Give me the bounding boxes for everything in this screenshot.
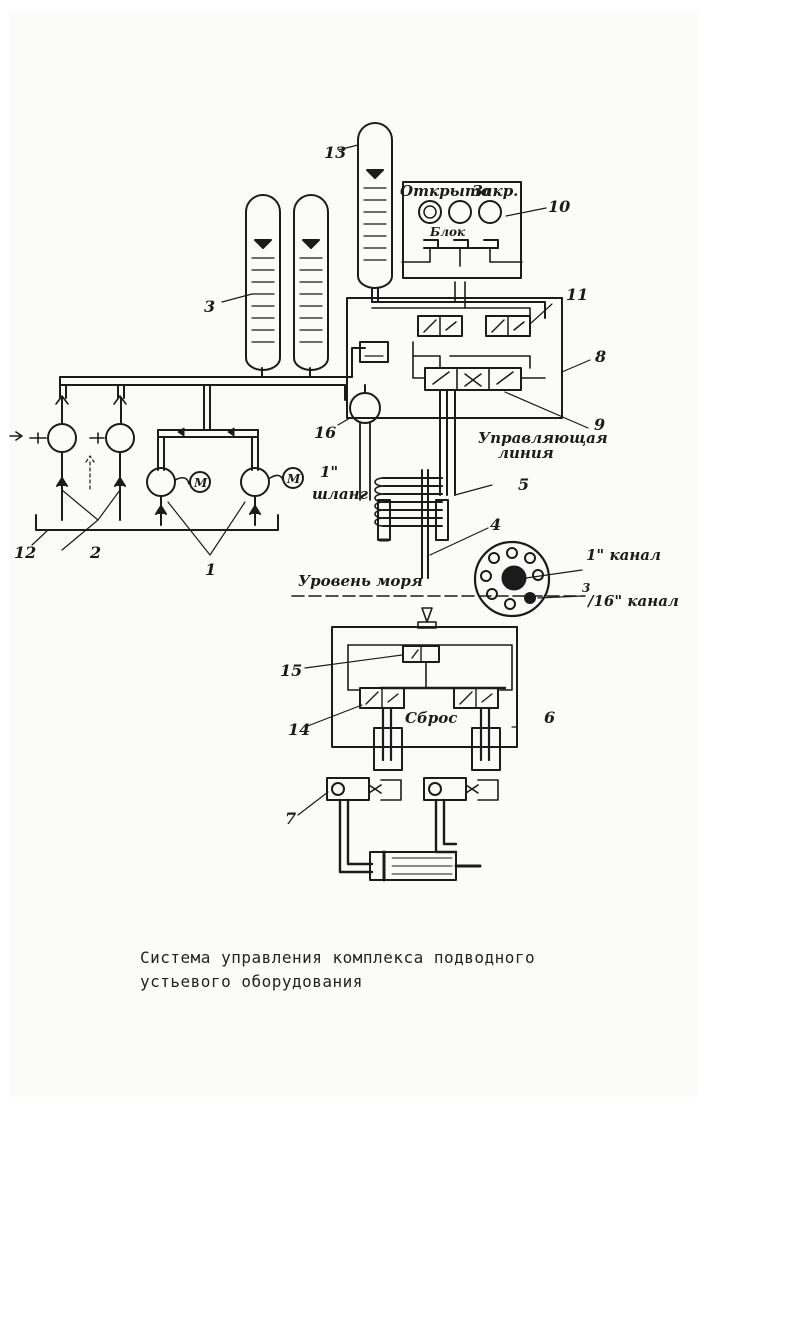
label-dump: Сброс xyxy=(405,709,457,727)
ref-16: 16 xyxy=(314,423,336,442)
ref-8: 8 xyxy=(594,347,606,366)
hose-reel-5 xyxy=(374,389,493,579)
label-hose: шланг xyxy=(312,485,369,503)
subsea-module-6 xyxy=(297,607,518,882)
label-closed: Закр. xyxy=(472,182,518,200)
ref-6: 6 xyxy=(544,708,555,727)
label-channel-316-num: 3 xyxy=(582,581,590,595)
motor-symbol-2: М xyxy=(286,472,301,486)
label-control-line: Управляющая xyxy=(478,429,608,447)
ref-14: 14 xyxy=(288,720,310,739)
supply-header-pipe xyxy=(59,347,366,431)
label-block: Блок xyxy=(429,225,466,239)
ref-12: 12 xyxy=(14,543,36,562)
ref-1: 1 xyxy=(205,560,216,579)
label-hose-size: 1" xyxy=(320,463,338,481)
control-panel-10 xyxy=(401,181,547,279)
left-pump-group xyxy=(9,144,359,556)
ref-13: 13 xyxy=(324,143,346,162)
ref-9: 9 xyxy=(594,415,605,434)
pump-16 xyxy=(337,384,381,501)
ref-15: 15 xyxy=(280,661,302,680)
diagram-labels: Открыто Закр. Блок Управляющая линия 1" … xyxy=(14,143,679,828)
ref-5: 5 xyxy=(518,475,529,494)
paper-sheet xyxy=(10,12,698,1097)
ref-4: 4 xyxy=(490,515,501,534)
accumulator-13 xyxy=(357,122,393,303)
label-sea-level: Уровень моря xyxy=(298,572,423,590)
caption-line-1: Система управления комплекса подводного xyxy=(140,948,536,967)
umbilical-cross-section xyxy=(473,540,583,618)
control-module-8 xyxy=(346,281,591,429)
label-control-line-2: линия xyxy=(498,444,554,462)
label-channel-316: /16" канал xyxy=(586,592,679,610)
motor-symbol-1: М xyxy=(193,476,208,490)
label-open: Открыто xyxy=(400,182,491,200)
ref-7: 7 xyxy=(285,809,296,828)
accumulator-pair-3 xyxy=(245,194,329,378)
ref-3: 3 xyxy=(204,297,215,316)
label-channel-1in: 1" канал xyxy=(586,546,661,564)
ref-2: 2 xyxy=(89,543,101,562)
ref-11: 11 xyxy=(566,285,588,304)
caption-line-2: устьевого оборудования xyxy=(140,972,363,991)
ref-10: 10 xyxy=(548,197,570,216)
